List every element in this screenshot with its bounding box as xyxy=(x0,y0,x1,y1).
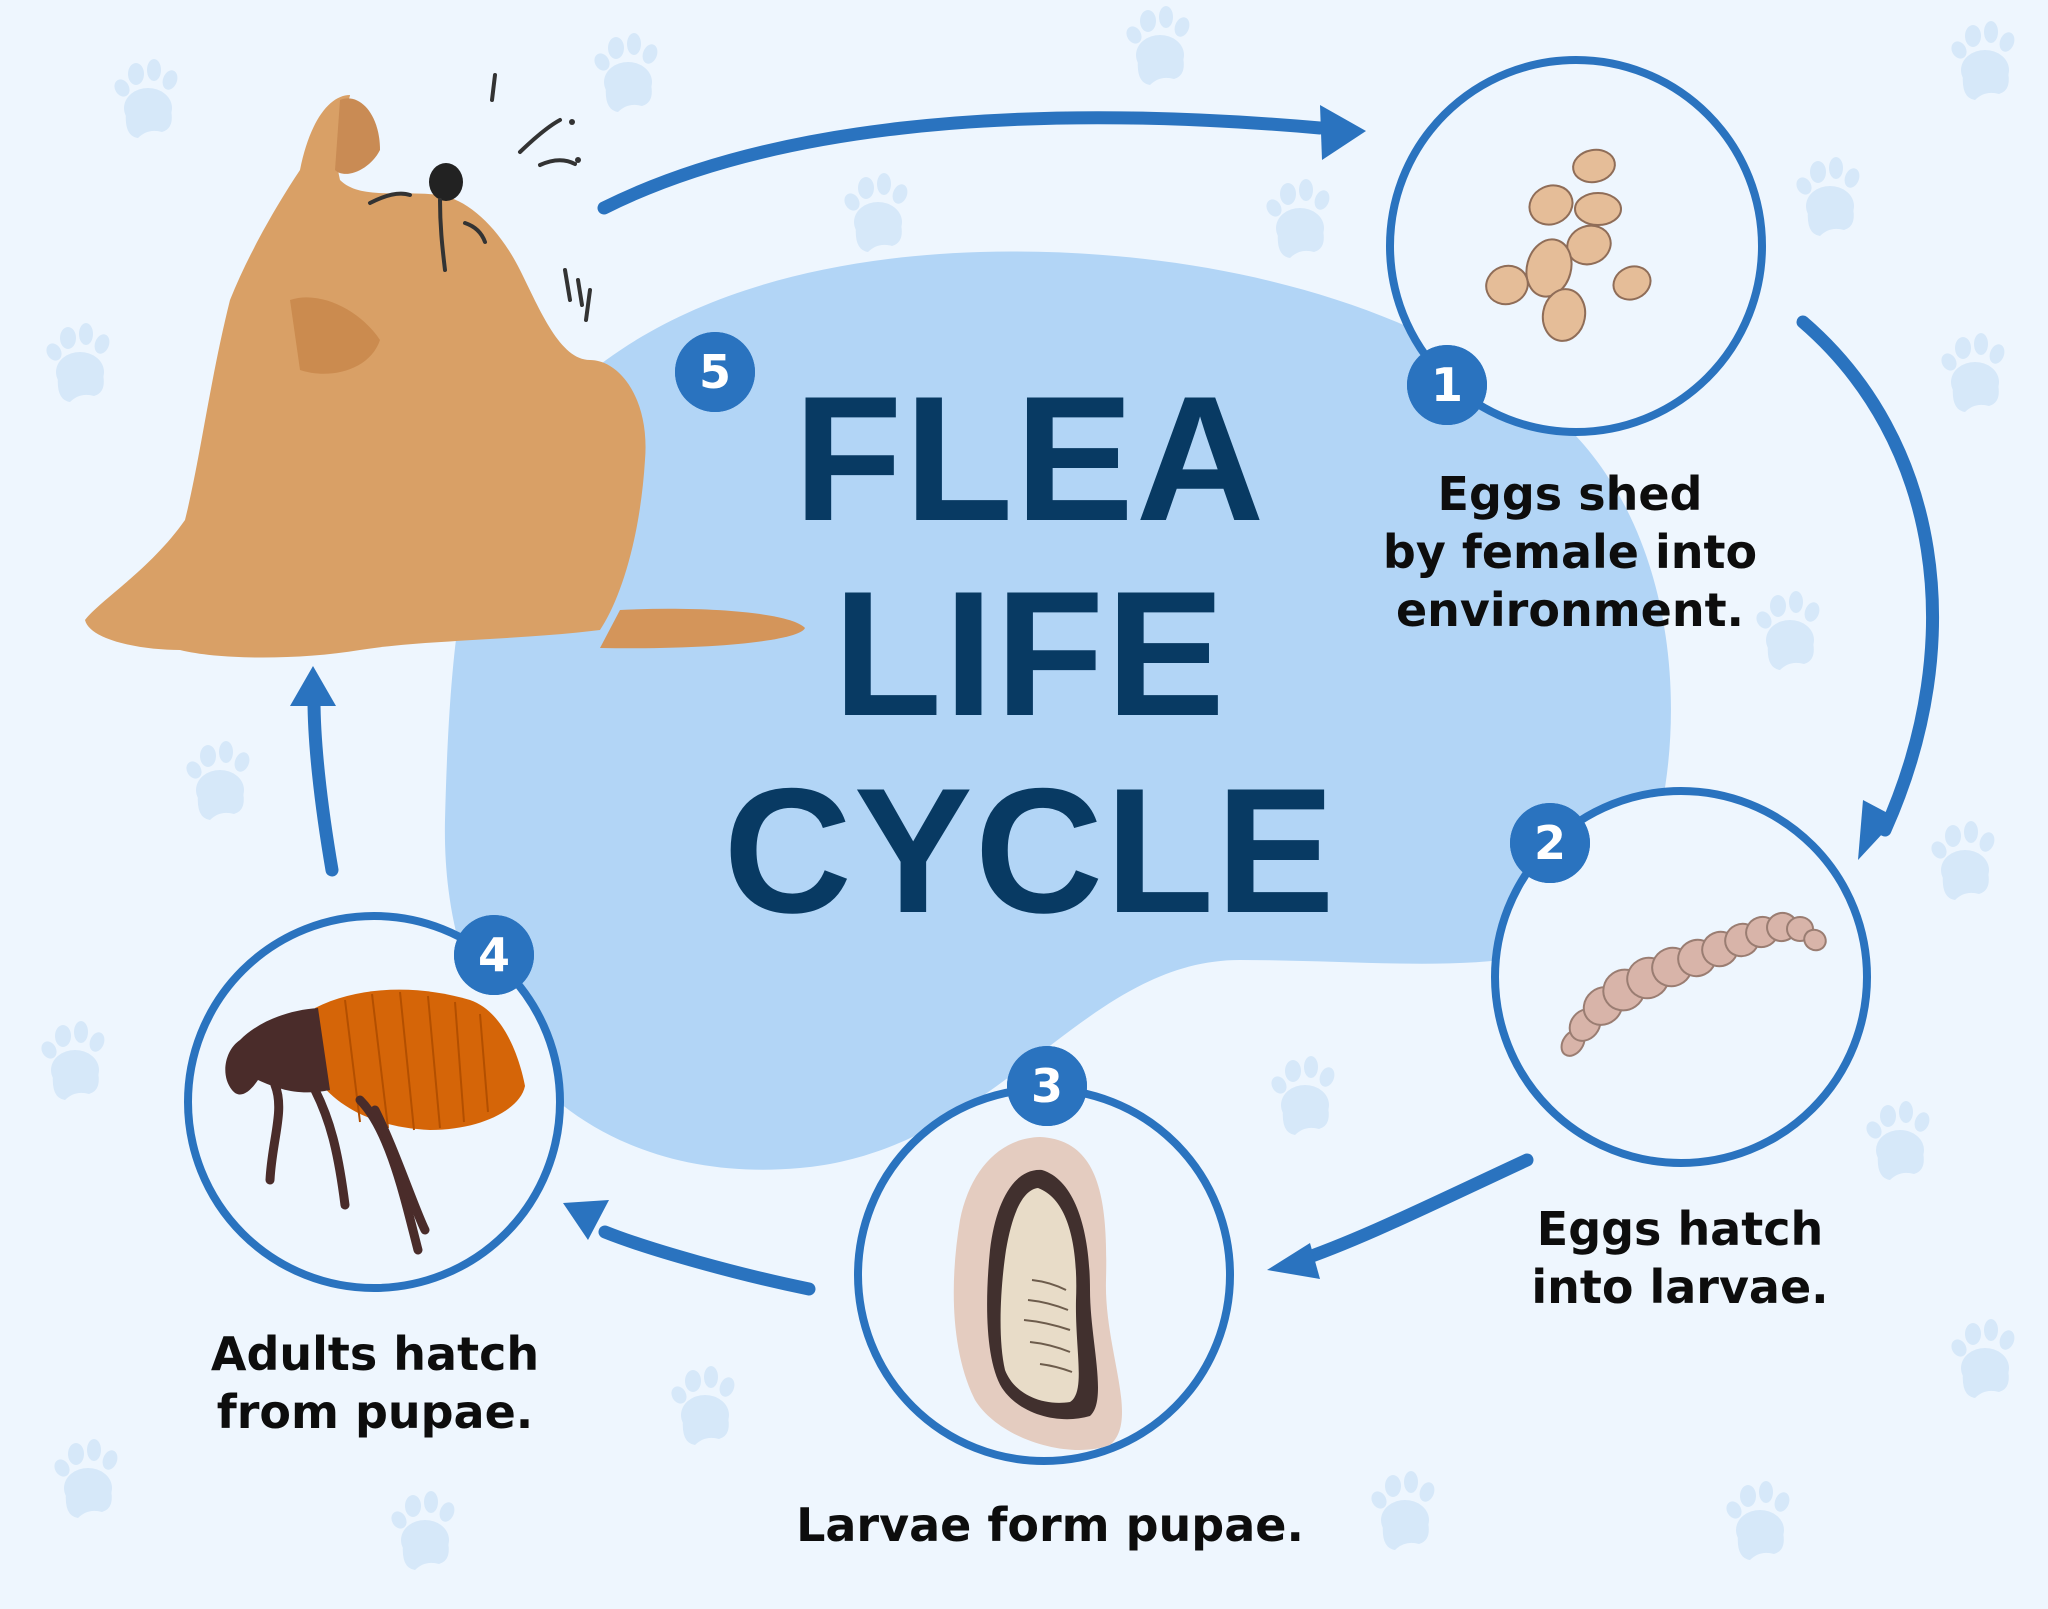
arrow-5-to-1 xyxy=(597,111,1327,215)
arrow-heads xyxy=(290,105,1897,1279)
step-badge-2: 2 xyxy=(1510,803,1590,883)
adult-flea-icon xyxy=(225,989,525,1255)
flea-eggs-icon xyxy=(1485,148,1652,342)
larva-icon xyxy=(1560,911,1827,1057)
step-badge-3: 3 xyxy=(1007,1046,1087,1126)
title-line-flea: FLEA xyxy=(793,359,1267,558)
arrow-4-to-5 xyxy=(307,693,339,877)
stage-2-caption: Eggs hatch into larvae. xyxy=(1531,1202,1829,1314)
arrow-2-to-3 xyxy=(1288,1153,1534,1269)
pupa-cocoon-icon xyxy=(953,1137,1122,1450)
arrow-3-to-4 xyxy=(598,1225,816,1296)
cycle-arrows xyxy=(307,111,1939,1296)
arrow-1-to-2 xyxy=(1796,315,1939,837)
title-line-cycle: CYCLE xyxy=(723,751,1337,950)
step-badge-4: 4 xyxy=(454,915,534,995)
background-blob xyxy=(444,251,1671,1170)
stage-3-caption: Larvae form pupae. xyxy=(796,1498,1304,1552)
stage-4-caption: Adults hatch from pupae. xyxy=(210,1327,540,1439)
scratching-dog-icon xyxy=(85,73,805,658)
stage-1-caption: Eggs shed by female into environment. xyxy=(1382,467,1758,637)
step-badge-5: 5 xyxy=(675,332,755,412)
title-line-life: LIFE xyxy=(833,554,1227,753)
step-badge-1: 1 xyxy=(1407,345,1487,425)
